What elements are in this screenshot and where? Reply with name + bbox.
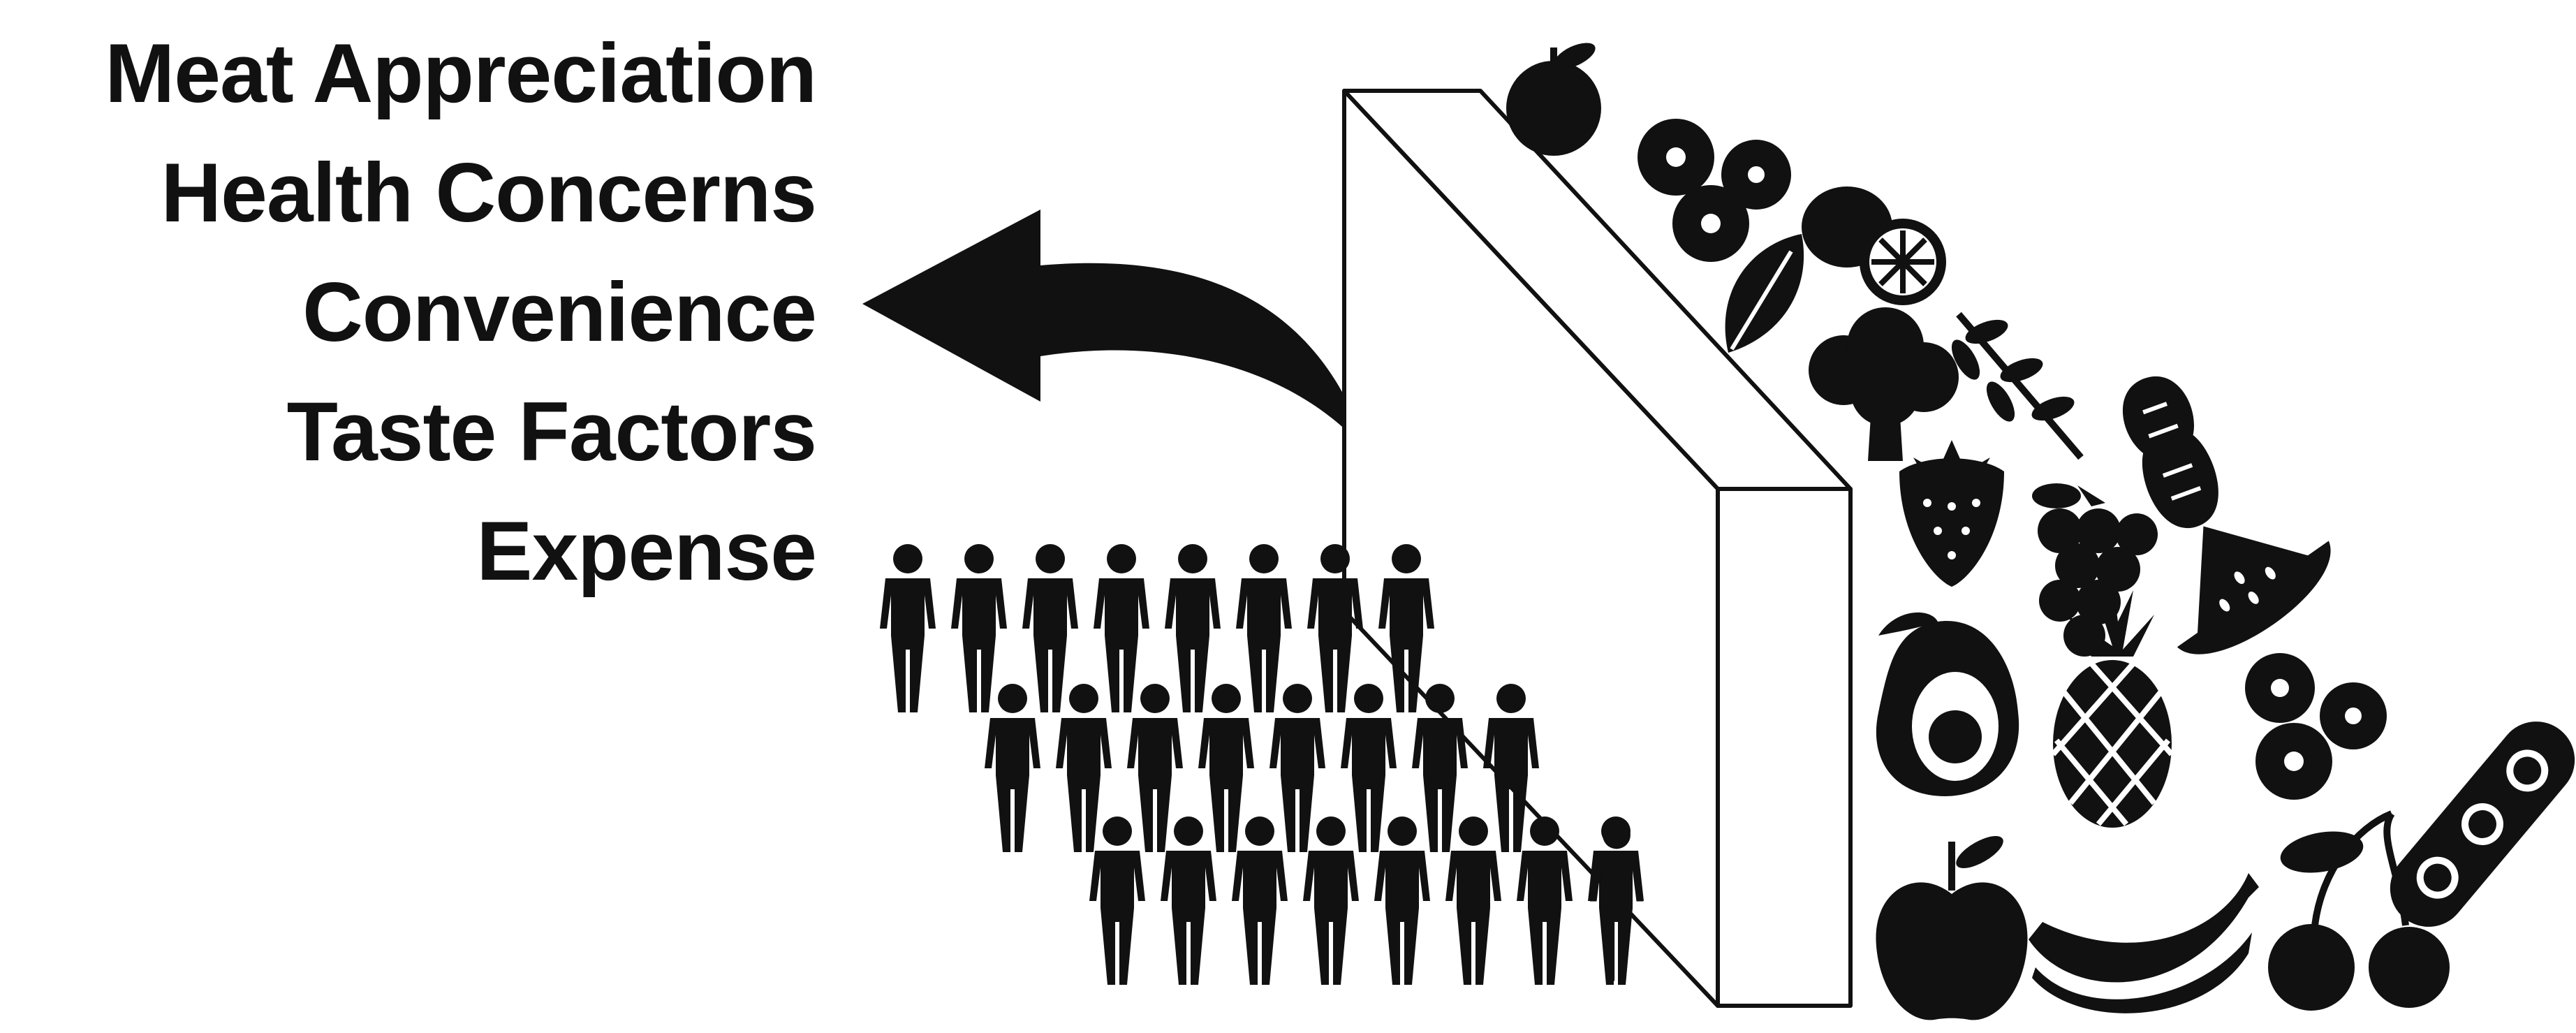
person-icon [880,544,936,712]
soybean-icon [2390,721,2575,927]
strawberry-icon [1899,440,2004,587]
barrier-item: Health Concerns [161,146,817,240]
turn-back-arrow [862,210,1369,454]
person-icon [985,684,1040,852]
banana-icon [2029,873,2259,1013]
person-icon [1161,816,1216,985]
barrier-item: Taste Factors [286,385,817,478]
barrier-item: Convenience [302,265,817,359]
barrier-item: Meat Appreciation [105,27,817,120]
leaf-icon [1725,234,1804,353]
pineapple-icon [2051,580,2174,828]
grapes-icon [2032,483,2158,657]
person-icon [1165,544,1221,712]
person-icon [1089,816,1145,985]
avocado-icon [1876,612,2019,796]
person-icon [1236,544,1292,712]
wall-barrier [1342,89,1853,1008]
wheat-icon [1951,312,2084,460]
person-icon [1374,816,1430,985]
person-icon [1022,544,1078,712]
produce-icons [1506,43,2575,1020]
lemon-icon [1802,186,1946,305]
person-icon [1445,816,1501,985]
peanut-icon [2122,376,2218,528]
person-icon [1232,816,1288,985]
blueberries-icon [2245,653,2387,800]
apple-icon [1506,43,1601,156]
person-icon [1094,544,1149,712]
watermelon-icon [2177,526,2331,654]
apple-icon [1876,835,2028,1020]
person-icon [1303,816,1359,985]
person-icon [951,544,1007,712]
blueberries-icon [1637,119,1791,262]
broccoli-icon [1809,307,1959,461]
barrier-list: Meat Appreciation Health Concerns Conven… [105,14,817,611]
barrier-item: Expense [476,504,817,598]
cherries-icon [2268,810,2450,1011]
